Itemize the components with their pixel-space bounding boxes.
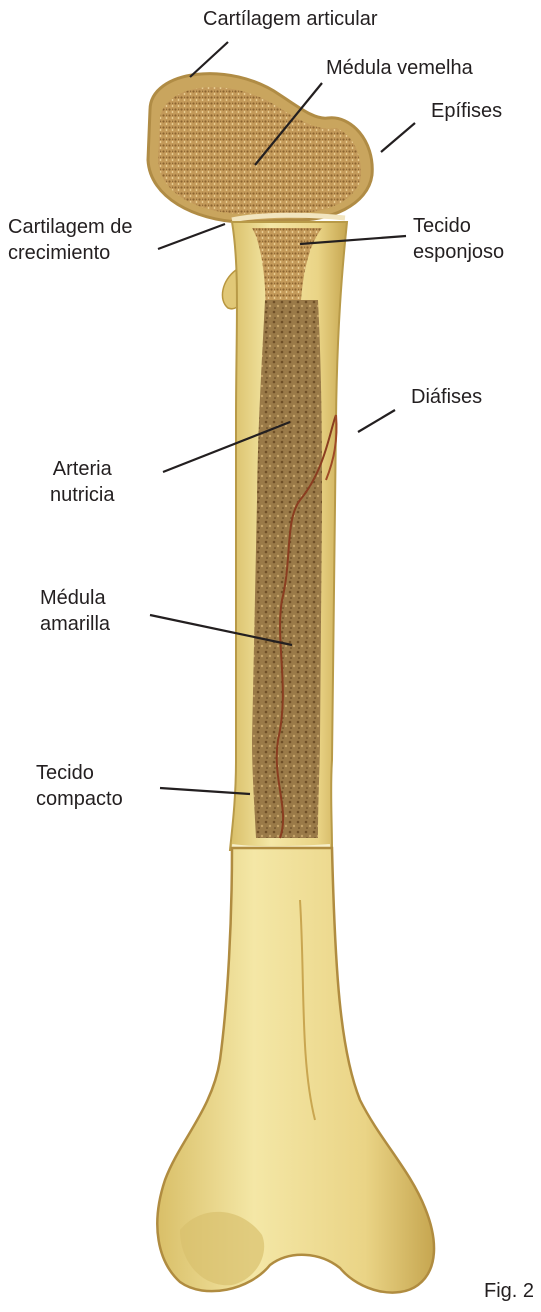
leader-diafises — [358, 410, 395, 432]
leader-cartilagem-articular — [190, 42, 228, 77]
label-cartilagem-crecimiento: Cartilagem de crecimiento — [8, 214, 133, 266]
label-arteria-nutricia: Arteria nutricia — [50, 456, 114, 508]
label-tecido-esponjoso: Tecido esponjoso — [413, 213, 504, 265]
label-medula-amarilla: Médula amarilla — [40, 585, 110, 637]
label-line-1: Tecido — [413, 213, 504, 239]
label-epifises: Epífises — [431, 98, 502, 124]
caption-text: Fig. 2 — [484, 1278, 534, 1304]
label-line-1: Médula — [40, 585, 110, 611]
label-line-1: Tecido — [36, 760, 123, 786]
figure-caption: Fig. 2 — [484, 1278, 534, 1304]
label-text: Diáfises — [411, 384, 482, 410]
label-line-2: nutricia — [50, 482, 114, 508]
label-tecido-compacto: Tecido compacto — [36, 760, 123, 812]
label-line-2: amarilla — [40, 611, 110, 637]
label-line-2: crecimiento — [8, 240, 133, 266]
label-line-1: Cartilagem de — [8, 214, 133, 240]
label-text: Médula vemelha — [326, 55, 473, 81]
label-line-2: esponjoso — [413, 239, 504, 265]
label-cartilagem-articular: Cartílagem articular — [203, 6, 378, 32]
label-diafises: Diáfises — [411, 384, 482, 410]
label-medula-vemelha: Médula vemelha — [326, 55, 473, 81]
leader-cartilagem-crecimiento — [158, 224, 225, 249]
label-text: Epífises — [431, 98, 502, 124]
label-text: Cartílagem articular — [203, 6, 378, 32]
label-line-1: Arteria — [50, 456, 114, 482]
femur-head — [148, 74, 372, 222]
leader-epifises — [381, 123, 415, 152]
label-line-2: compacto — [36, 786, 123, 812]
